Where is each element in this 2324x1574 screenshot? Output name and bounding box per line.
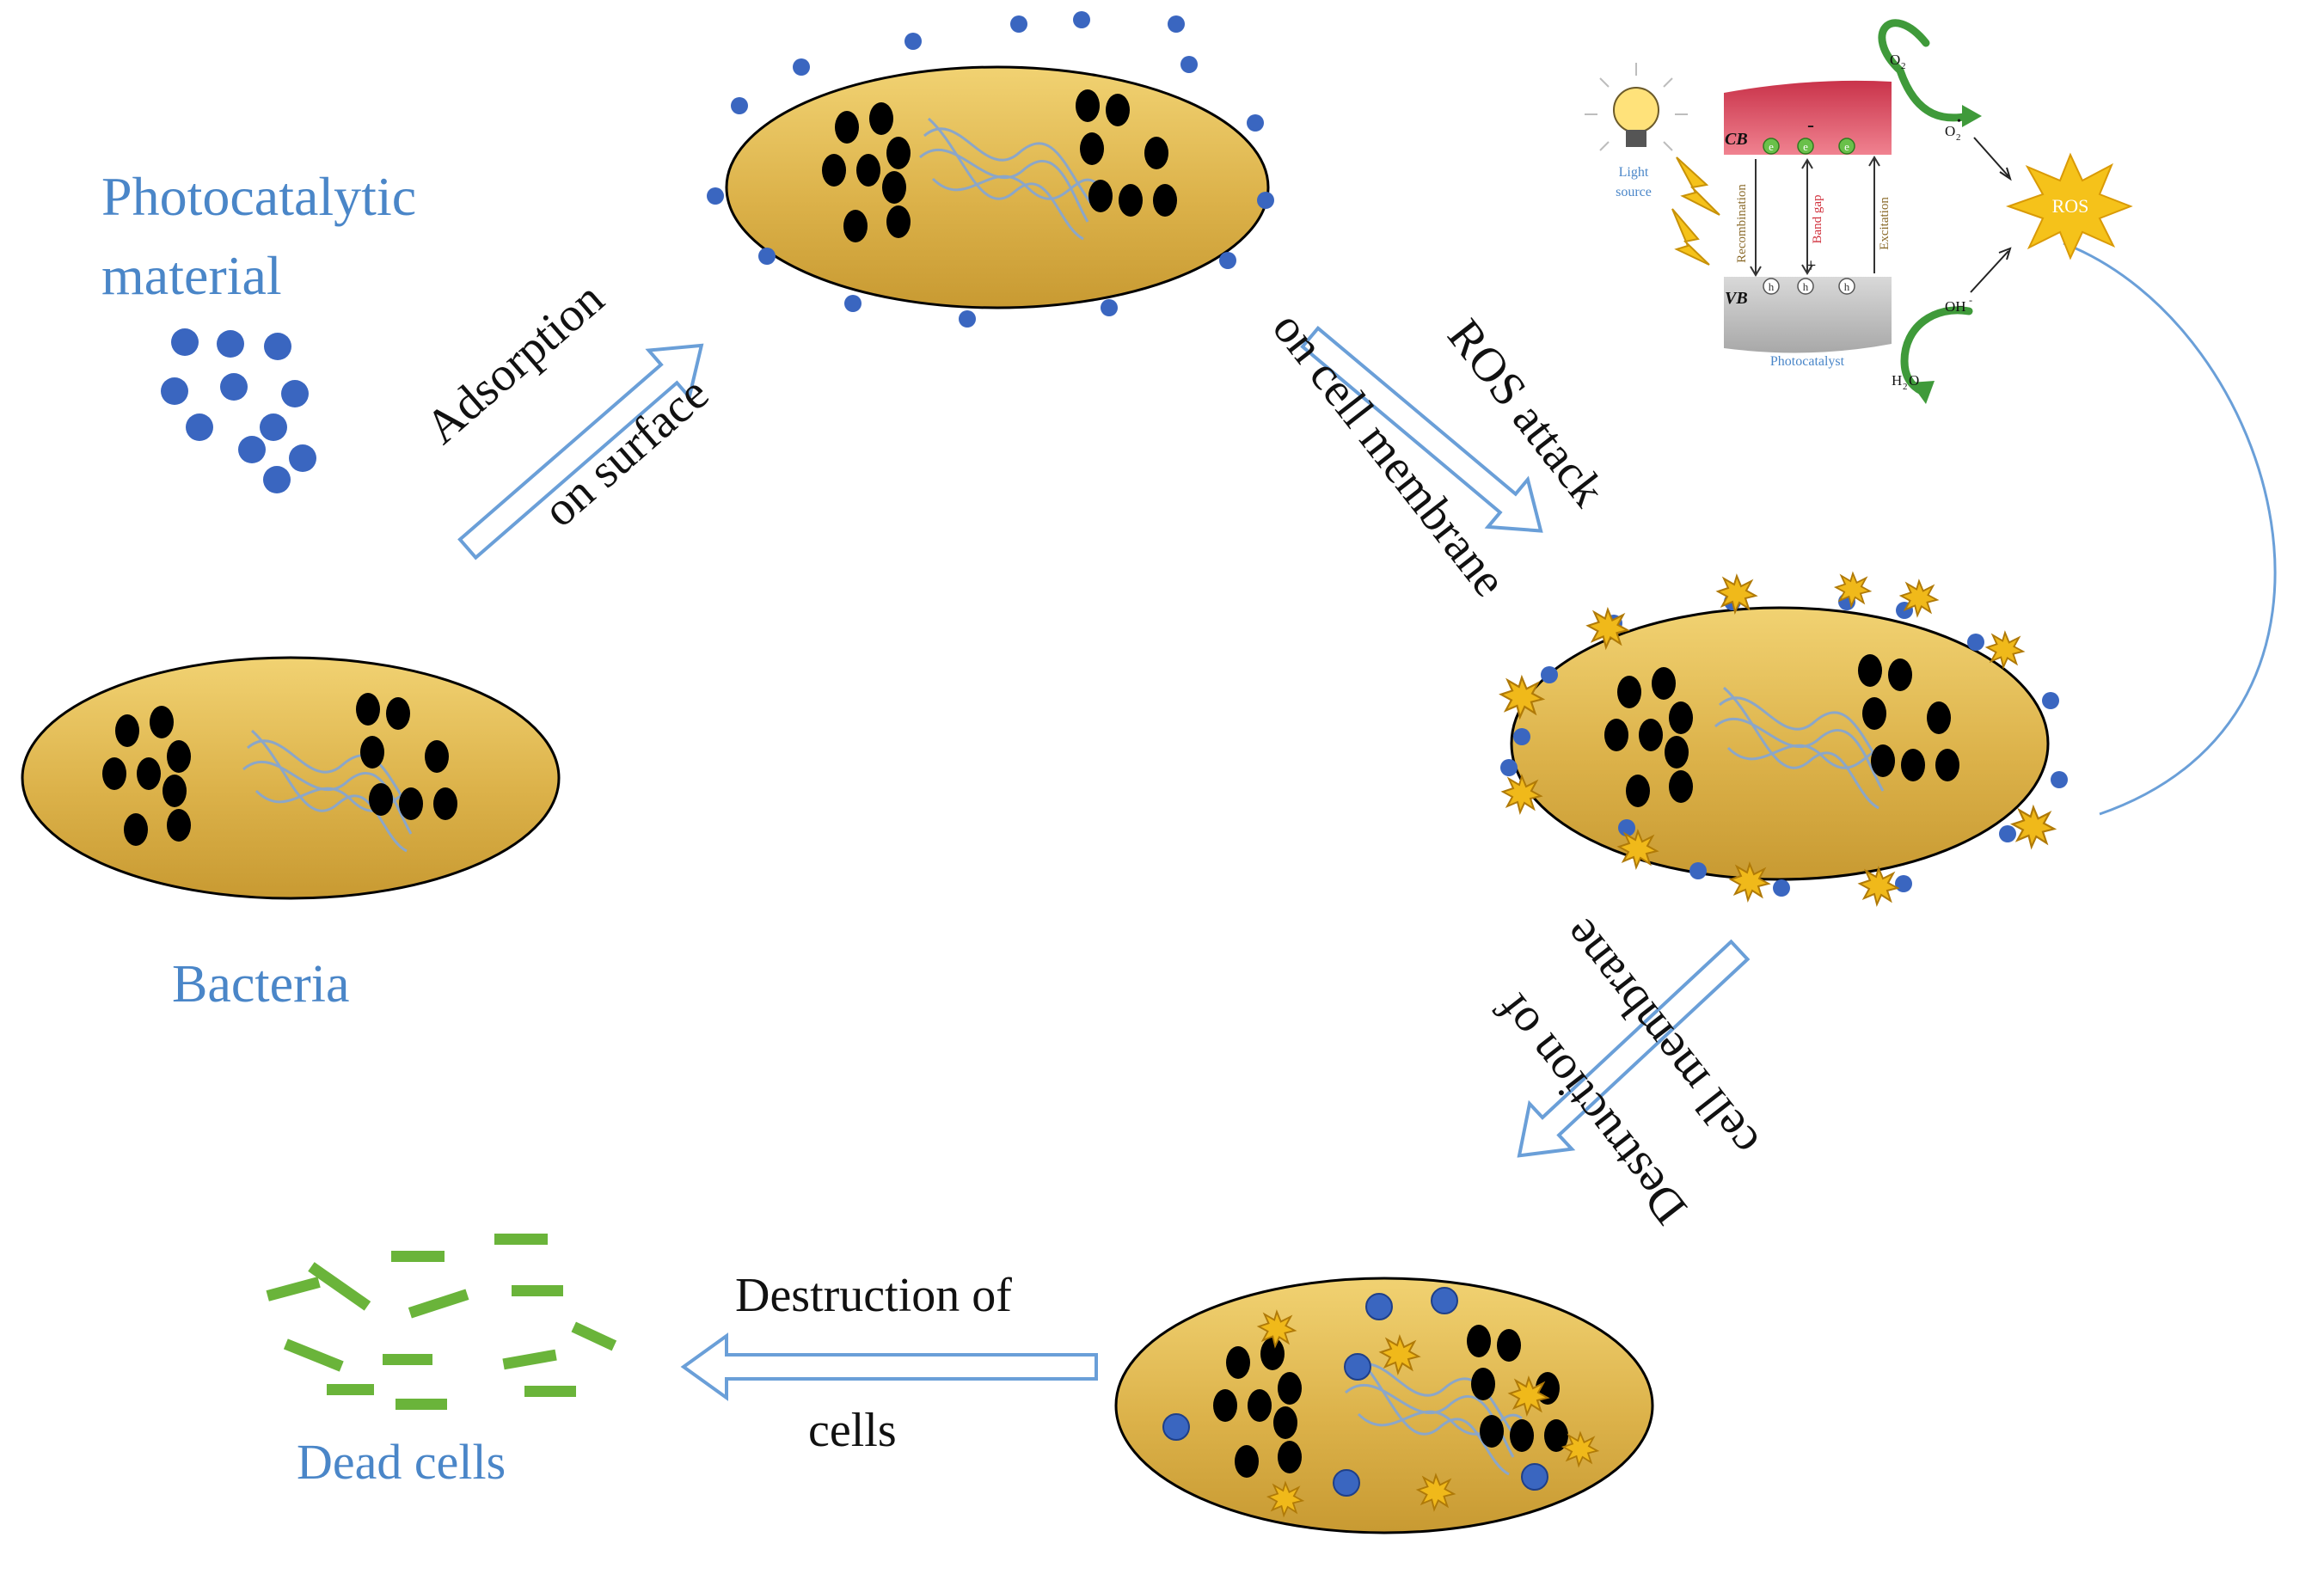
light-source-label: Light source [1616,165,1652,199]
svg-text:O: O [1909,372,1919,389]
svg-text:Adsorption: Adsorption [415,272,614,454]
o2-reduction-arrow [1878,19,1973,122]
svg-text:2: 2 [1956,132,1961,143]
svg-text:h: h [1803,280,1809,293]
svg-text:e: e [1844,140,1849,153]
ros-attack-arrow [1300,325,1543,533]
svg-text:material: material [101,245,282,306]
band-gap-label: Band gap [1811,194,1824,243]
svg-text:•: • [1957,115,1961,128]
photocatalyst-label: Photocatalyst [1770,354,1845,369]
superoxide-label: O 2 • [1945,115,1961,143]
to-ros-arrows [1970,137,2012,293]
electrons: e e e [1763,138,1855,155]
lightning-icon [1676,156,1720,216]
svg-text:e: e [1769,140,1774,153]
svg-text:h: h [1769,280,1775,293]
svg-text:h: h [1844,280,1850,293]
bacterium-with-internal-damage [1114,1277,1654,1534]
svg-text:H: H [1892,372,1902,389]
svg-text:VB: VB [1725,289,1748,308]
svg-text:-: - [1807,114,1814,137]
healthy-bacterium [21,656,561,900]
destruction-cells-label-line1: Destruction of [735,1269,1012,1322]
svg-text:-: - [1969,294,1972,306]
ros-attack-label: ROS attack on cell membrane [1262,302,1615,606]
svg-text:2: 2 [1903,382,1908,392]
destruction-cells-arrow [680,1332,1098,1401]
internalized-particles [1162,1287,1548,1497]
lightning-icon-2 [1671,208,1710,266]
ros-to-cell-curve [2063,242,2277,816]
excitation-label: Excitation [1878,197,1892,250]
conduction-band [1724,80,1892,155]
svg-text:2: 2 [1901,61,1906,71]
svg-text:Light: Light [1619,165,1649,180]
water-label: H 2 O [1892,372,1919,392]
destruction-cells-label-line2: cells [808,1404,897,1457]
svg-text:Photocatalytic: Photocatalytic [101,166,416,227]
ros-star: ROS [2005,152,2133,260]
destruction-membrane-arrow [1517,939,1751,1158]
holes: h h h [1763,278,1855,295]
adsorption-label: Adsorption on surface [415,272,719,537]
o2-label: O 2 [1890,52,1906,71]
photocatalyst-particle-cluster [161,328,316,493]
svg-text:CB: CB [1725,130,1748,149]
svg-text:OH: OH [1945,298,1966,315]
svg-text:ROS: ROS [2052,195,2089,217]
photocatalysis-mechanism-inset: Light source CB - e e e VB + h h h [1585,19,2133,404]
bacterium-under-ros-attack [1499,573,2068,905]
valence-band [1724,277,1892,353]
band-transition-arrows [1750,156,1880,277]
svg-text:e: e [1803,140,1808,153]
dead-cells-label: Dead cells [297,1434,506,1490]
svg-text:source: source [1616,185,1652,199]
bacteria-label: Bacteria [172,955,350,1014]
svg-text:O: O [1945,123,1955,139]
adsorbed-particles [707,11,1274,328]
bacterium-with-adsorbed-particles [707,11,1274,328]
recombination-label: Recombination [1735,184,1749,263]
hydroxide-label: OH - [1945,294,1972,315]
photocatalytic-material-label: Photocatalytic material [101,166,416,306]
svg-text:O: O [1890,52,1900,68]
dead-cell-debris [266,1234,617,1410]
light-bulb-icon [1585,63,1688,151]
adsorption-arrow [457,343,704,560]
